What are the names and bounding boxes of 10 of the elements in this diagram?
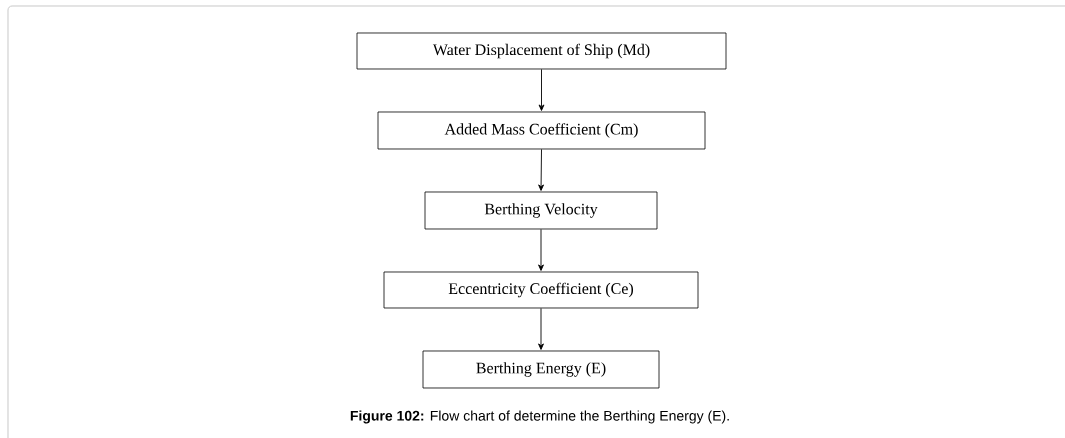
- process-box: Berthing Energy (E): [422, 350, 660, 389]
- process-box: Added Mass Coefficient (Cm): [377, 111, 706, 150]
- process-box: Water Displacement of Ship (Md): [356, 32, 727, 70]
- arrow: [538, 68, 545, 111]
- process-box: Eccentricity Coefficient (Ce): [383, 271, 699, 309]
- process-box: Berthing Velocity: [424, 191, 658, 230]
- arrow: [538, 228, 544, 271]
- arrow: [538, 148, 544, 191]
- figure-caption: Figure 102: Flow chart of determine the Berthing Energy (E).: [350, 410, 729, 424]
- arrow: [538, 307, 544, 350]
